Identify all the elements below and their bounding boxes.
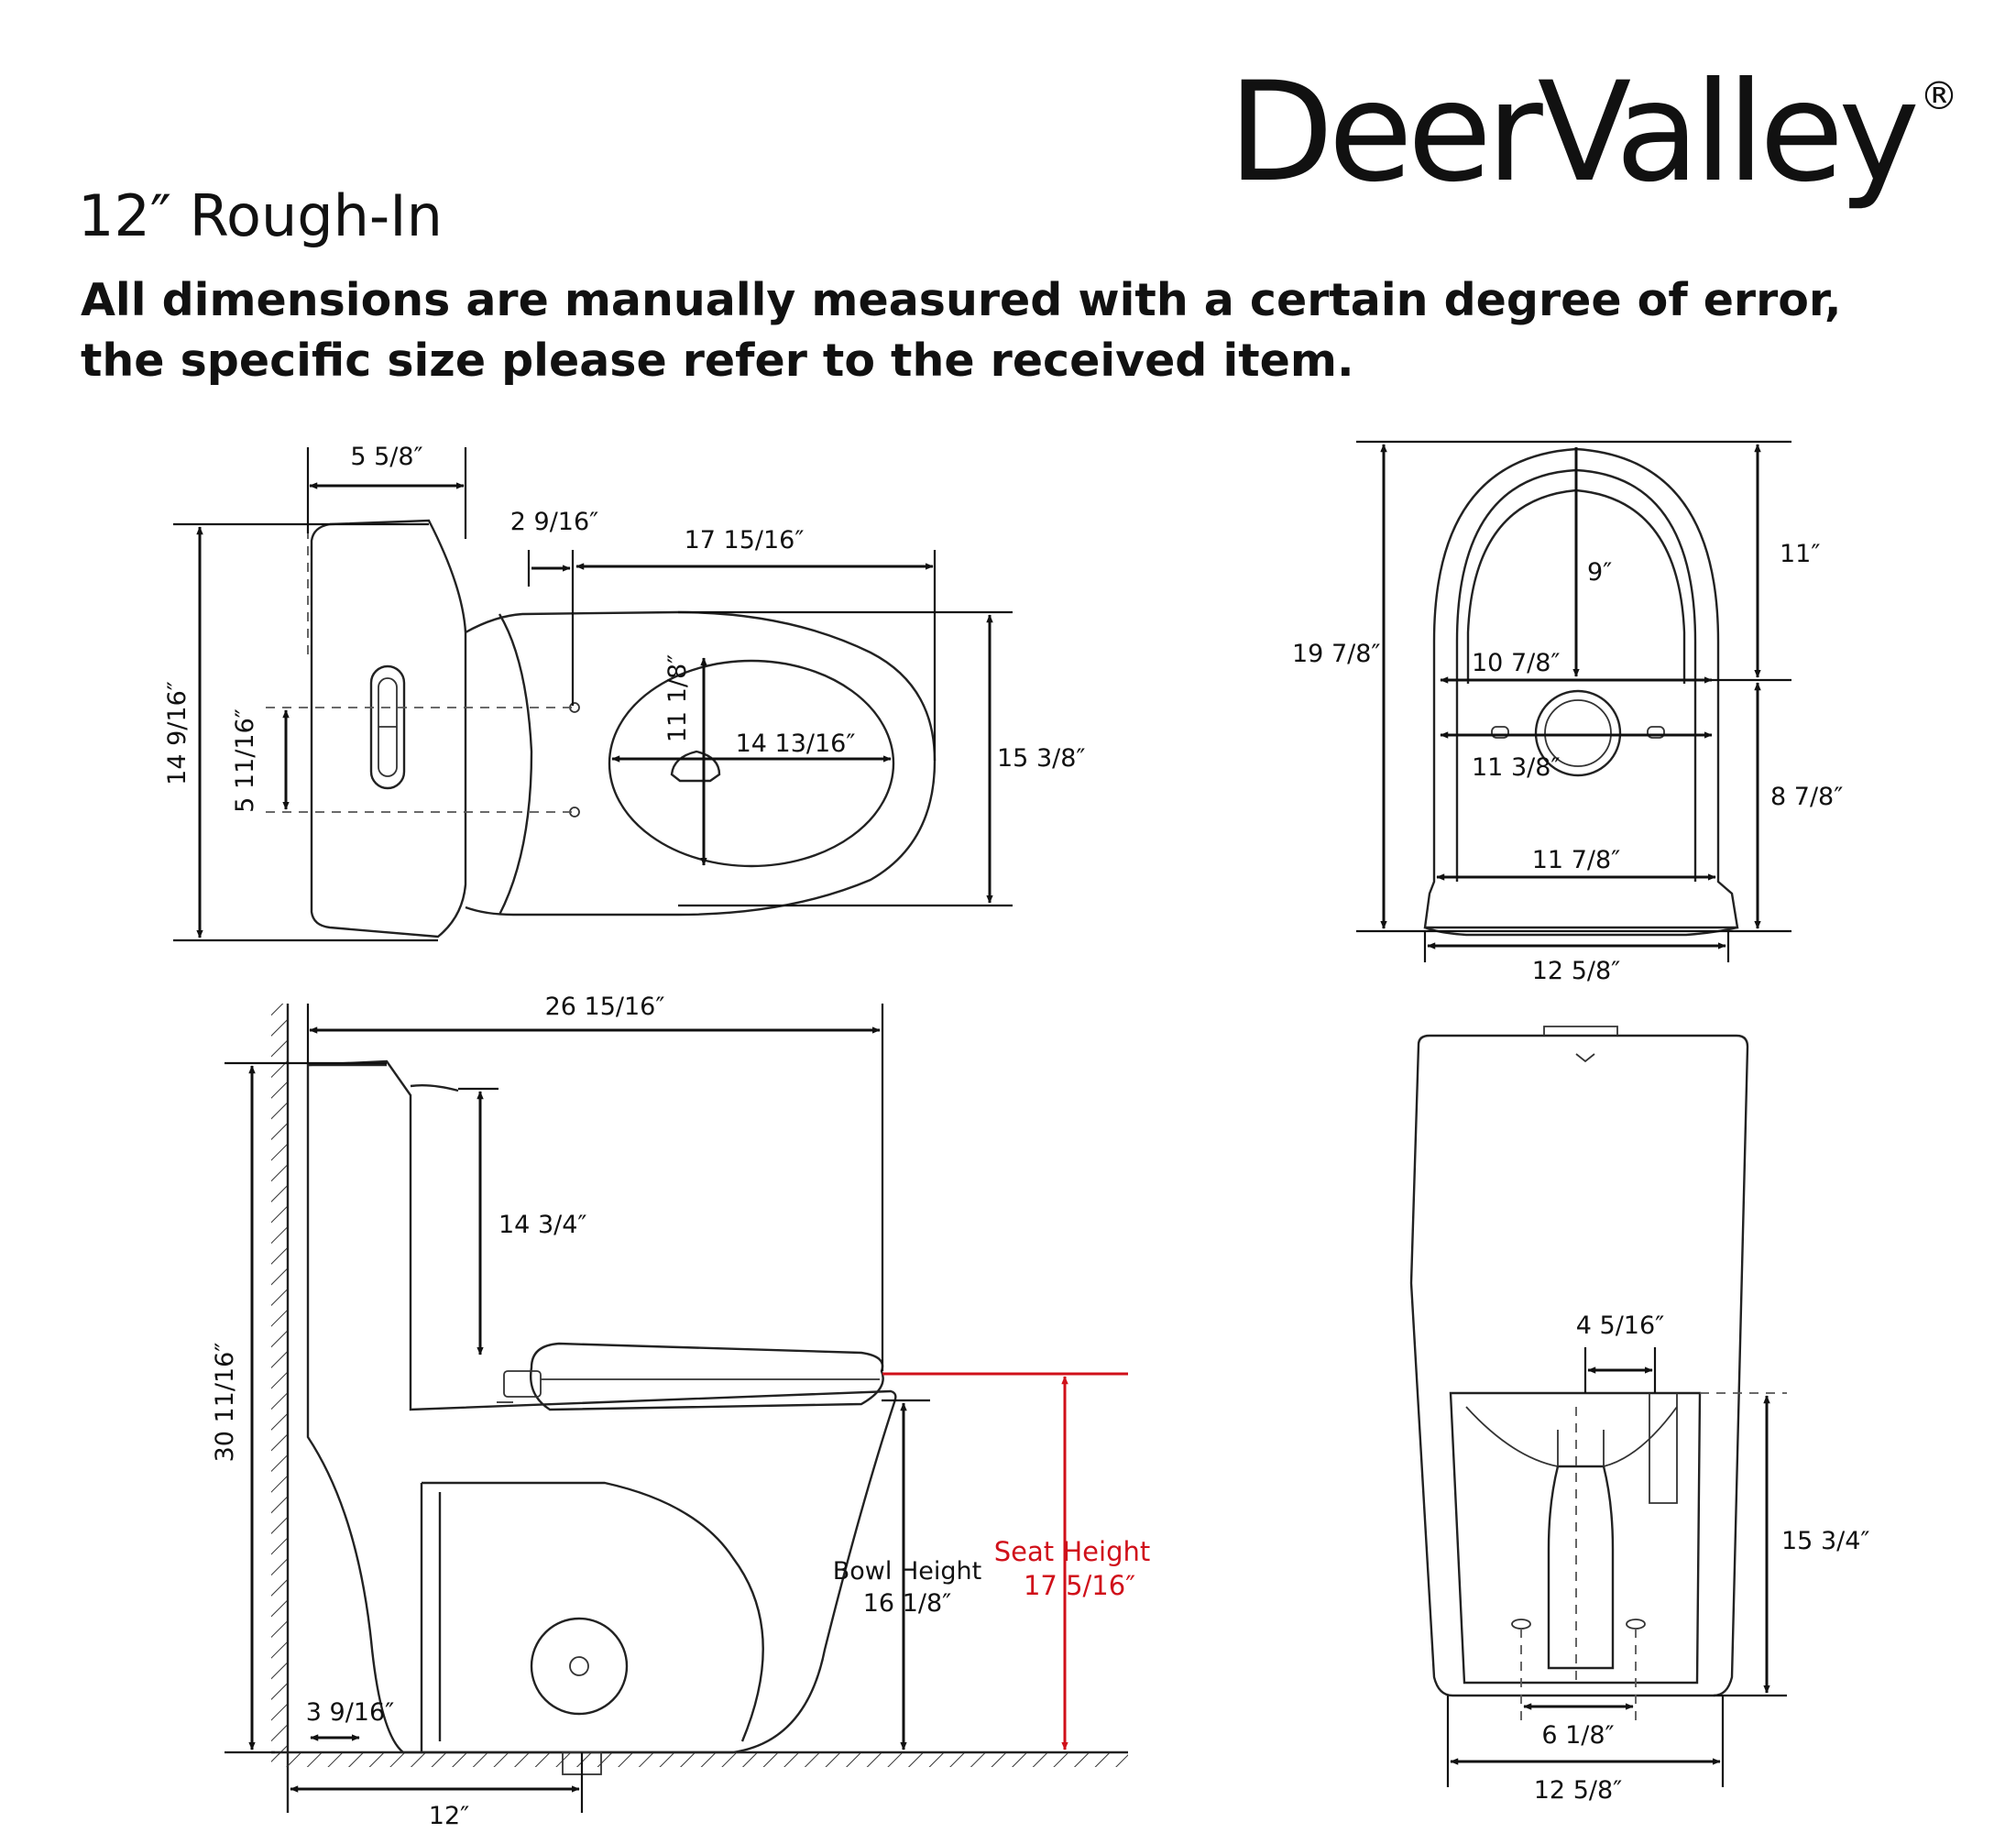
side-body-outline <box>306 1059 897 1754</box>
dim-back-bolt-spacing: 6 1/8″ <box>1541 1721 1614 1750</box>
trapway-cover <box>530 1617 629 1716</box>
brand-logo: DeerValley® <box>1228 64 1958 202</box>
disclaimer-note: All dimensions are manually measured wit… <box>81 274 1842 387</box>
side-view-drawing: 26 15/16″ 30 11/16″ 14 3/4″ Bowl Height … <box>211 993 1150 1830</box>
dim-base-width-back: 12 5/8″ <box>1534 1776 1622 1805</box>
dim-rear-width: 10 7/8″ <box>1472 649 1560 677</box>
dim-total-depth: 19 7/8″ <box>1292 640 1380 668</box>
registered-mark: ® <box>1920 73 1959 118</box>
bowl-opening-outline <box>608 659 895 868</box>
dim-base-width-underside: 12 5/8″ <box>1532 957 1620 985</box>
bowl-height-label: Bowl Height <box>833 1557 981 1586</box>
top-tank-outline <box>310 519 467 938</box>
dim-seat-height: 17 5/16″ <box>1024 1570 1135 1601</box>
dim-bowl-opening-length: 14 13/16″ <box>736 730 856 758</box>
dim-overall-width: 14 9/16″ <box>163 681 192 785</box>
back-view-drawing: 4 5/16″ 15 3/4″ 6 1/8″ 12 5/8″ <box>1409 1026 1869 1805</box>
dim-mid-width: 11 3/8″ <box>1472 753 1560 782</box>
dim-bowl-width: 15 3/8″ <box>997 744 1085 773</box>
top-view-drawing: 5 5/8″ 2 9/16″ 17 15/16″ 14 9/16″ 5 11/1… <box>163 443 1085 942</box>
dim-rough-in: 12″ <box>429 1802 469 1830</box>
dim-rear-offset: 2 9/16″ <box>510 508 598 536</box>
dim-bowl-opening-depth: 11 1/8″ <box>663 654 692 742</box>
seat-height-label: Seat Height <box>994 1536 1150 1567</box>
underside-view-drawing: 19 7/8″ 11″ 9″ 10 7/8″ 11 3/8″ 11 7/8″ 8… <box>1292 440 1843 985</box>
dim-front-width: 11 7/8″ <box>1532 846 1620 874</box>
top-bowl-outline <box>465 610 937 916</box>
dim-total-height: 30 11/16″ <box>211 1343 239 1463</box>
underside-outline <box>1423 447 1739 929</box>
dim-outlet-width: 4 5/16″ <box>1576 1312 1664 1340</box>
dim-wall-gap: 3 9/16″ <box>306 1698 394 1727</box>
dim-tank-height: 14 3/4″ <box>499 1211 586 1239</box>
seat-outline <box>530 1342 884 1411</box>
dim-rear-depth: 11″ <box>1780 540 1820 568</box>
flush-button-icon <box>369 664 406 790</box>
dim-center-depth: 9″ <box>1587 558 1612 587</box>
dim-total-length: 26 15/16″ <box>545 993 665 1021</box>
dim-tank-depth: 5 5/8″ <box>350 443 422 471</box>
dim-bolt-spacing: 5 11/16″ <box>231 708 259 813</box>
brand-name: DeerValley <box>1228 53 1920 213</box>
dim-base-height: 15 3/4″ <box>1781 1527 1869 1555</box>
page-title: 12″ Rough-In <box>78 182 443 249</box>
back-body-outline <box>1409 1034 1749 1697</box>
dim-bowl-length: 17 15/16″ <box>685 526 805 554</box>
dim-front-depth: 8 7/8″ <box>1770 783 1843 811</box>
dim-bowl-height: 16 1/8″ <box>863 1589 951 1618</box>
